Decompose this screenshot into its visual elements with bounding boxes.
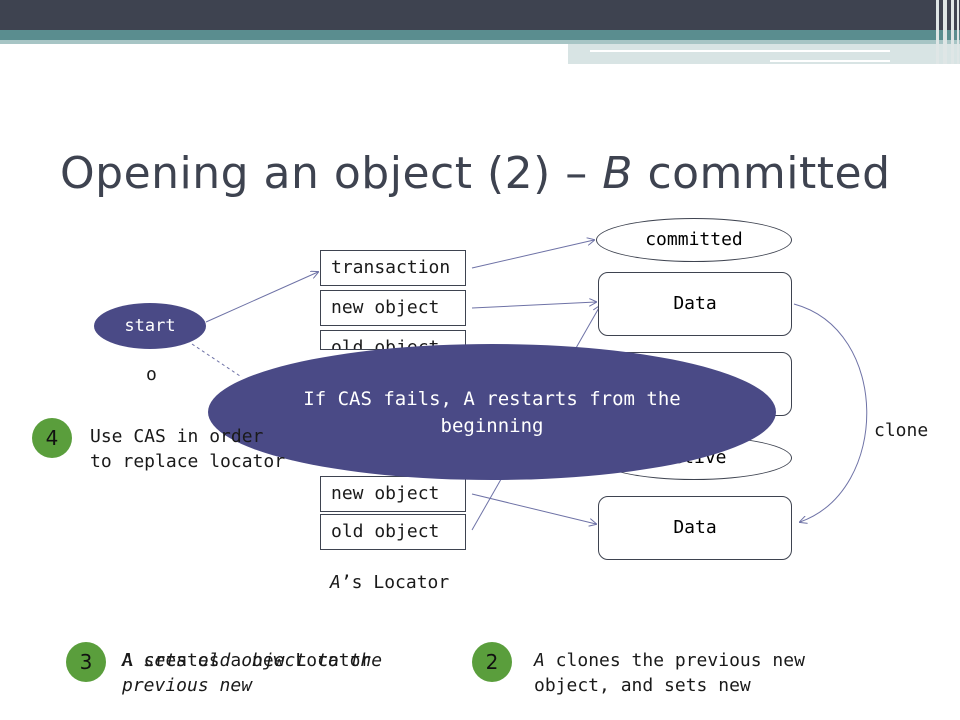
step-3-text-b: A creates a new Locator	[122, 650, 372, 671]
step-4-badge: 4	[32, 418, 72, 458]
cas-fail-callout: If CAS fails, A restarts from the beginn…	[208, 344, 776, 480]
caption-a: A	[330, 572, 341, 593]
a-locator-new-object: new object	[320, 476, 466, 512]
clone-label: clone	[874, 420, 929, 441]
o-label: o	[146, 364, 157, 385]
step-2-badge: 2	[472, 642, 512, 682]
a-locator-caption: A’s Locator	[330, 570, 449, 595]
committed-status: committed	[596, 218, 792, 262]
step-2-italic: A	[534, 650, 545, 671]
caption-rest: ’s Locator	[340, 572, 450, 593]
header-pale-block	[568, 44, 960, 64]
step-3-text-a: A sets old object to the previous new	[122, 650, 383, 696]
step-2-text: A clones the previous new object, and se…	[534, 648, 834, 698]
dashed-start-to-o	[191, 343, 241, 377]
header-accent-band	[0, 30, 960, 40]
arrow-start-to-locator	[205, 272, 318, 323]
slide-title: Opening an object (2) – B committed	[60, 148, 891, 199]
header-white-line-2	[770, 60, 890, 62]
locator-new-object: new object	[320, 290, 466, 326]
start-node: start	[94, 303, 206, 349]
arrow-newobject-to-data	[471, 302, 596, 309]
header-bar	[0, 0, 960, 30]
a-locator-old-object: old object	[320, 514, 466, 550]
clone-arc	[793, 303, 868, 522]
step-4-text: Use CAS in order to replace locator	[90, 426, 286, 472]
title-italic: B	[602, 148, 633, 199]
arrow-newobject-to-data-bottom	[471, 493, 596, 524]
locator-transaction: transaction	[320, 250, 466, 286]
step-3-badge: 3	[66, 642, 106, 682]
data-box-bottom: Data	[598, 496, 792, 560]
header-white-line	[590, 50, 890, 52]
data-box-top: Data	[598, 272, 792, 336]
step-2-rest: clones the previous new object, and sets…	[534, 650, 805, 696]
arrow-transaction-to-committed	[471, 240, 594, 269]
header-vertical-stripes	[932, 0, 960, 64]
title-end: committed	[632, 148, 891, 199]
title-main: Opening an object (2) –	[60, 148, 603, 199]
header-pale-band	[0, 40, 960, 44]
